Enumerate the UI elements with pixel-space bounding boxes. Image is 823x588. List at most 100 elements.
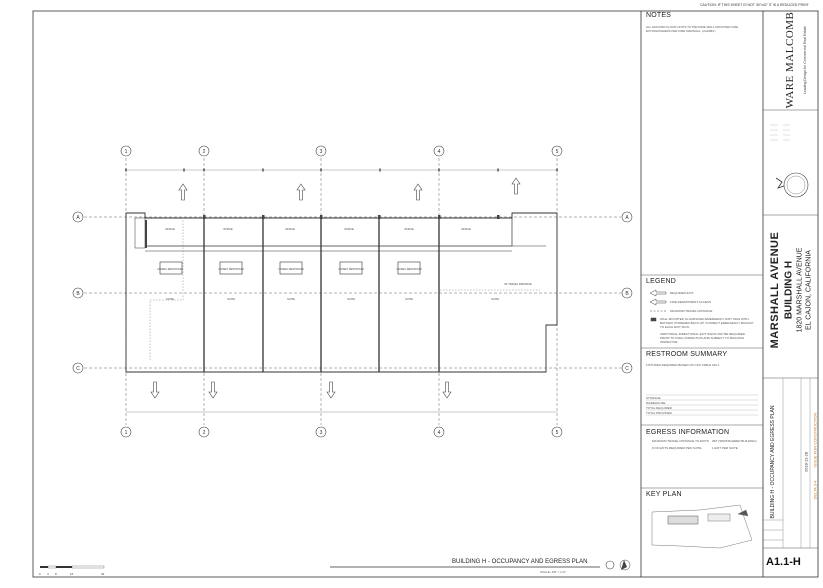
- firm-tagline: Leading Design for Commercial Real Estat…: [803, 25, 807, 95]
- grid-label-c-right: C: [625, 366, 629, 372]
- caution-text: CAUTION: IF THIS SHEET IS NOT 30"x42" IT…: [700, 3, 809, 7]
- grid-bubble-a-right: [621, 211, 633, 223]
- room-label-office-1: OFFICE: [165, 227, 175, 231]
- grid-bubble-1-bottom: [120, 426, 132, 438]
- restroom-summary-subtitle: FIXTURES REQUIRED BASED ON CPC TABLE 422…: [646, 363, 720, 367]
- grid-label-5-bottom: 5: [556, 430, 559, 436]
- grid-bubble-5-bottom: [551, 426, 563, 438]
- grid-bubble-b-right: [621, 287, 633, 299]
- grid-bubble-5-top: [551, 145, 563, 157]
- grid-label-a-left: A: [76, 215, 80, 221]
- issue-status: ISSUE FOR CONSTRUCTION: [812, 412, 818, 468]
- grid-label-3-top: 3: [320, 149, 323, 155]
- scale-tick-16: 16: [70, 572, 74, 576]
- north-arrow-icon: [621, 560, 627, 570]
- grid-bubble-a-left: [72, 211, 84, 223]
- room-label-office-2: OFFICE: [223, 227, 233, 231]
- project-building: BUILDING H: [783, 260, 795, 320]
- room-label-suite-2: SUITE: [227, 297, 235, 301]
- grid-label-1-bottom: 1: [125, 430, 128, 436]
- legend-fire-access: FIRE DEPARTMENT ACCESS: [670, 300, 712, 304]
- sheet-border: [32, 10, 819, 578]
- restroom-row-storage: STORAGE: [646, 396, 661, 400]
- grid-label-4-top: 4: [438, 149, 441, 155]
- restroom-row-warehouse: WAREHOUSE: [646, 401, 666, 405]
- egress-exits-value: 1 EXIT PER SUITE: [712, 446, 738, 450]
- scale-tick-0: 0: [39, 572, 41, 576]
- scale-tick-32: 32: [101, 572, 105, 576]
- grid-bubble-c-right: [621, 362, 633, 374]
- room-label-suite-4: SUITE: [347, 297, 355, 301]
- issue-delta: DELTA 3-4: [812, 480, 818, 500]
- legend-title: LEGEND: [646, 278, 676, 285]
- scale-bar: [40, 565, 105, 569]
- legend-exit-sign: WALL MOUNTED ILLUMINATED EMERGENCY EXIT …: [660, 317, 754, 329]
- required-exit-arrows: [150, 177, 521, 399]
- project-address: 1820 MARSHALL AVENUE: [796, 247, 804, 333]
- grid-bubbles-top: [72, 145, 633, 438]
- firm-name: WARE MALCOMB: [784, 11, 796, 109]
- grid-label-c-left: C: [76, 366, 80, 372]
- project-city: EL CAJON, CALIFORNIA: [805, 250, 813, 330]
- building-floor-plan: [125, 212, 558, 373]
- travel-distance-note: 50' TRAVEL DISTANCE: [504, 282, 532, 286]
- room-label-restroom-4: UNISEX RESTROOM: [338, 267, 363, 271]
- room-label-suite-3: SUITE: [287, 297, 295, 301]
- key-plan-title: KEY PLAN: [646, 491, 682, 498]
- grid-label-b-left: B: [76, 291, 80, 297]
- grid-bubble-c-left: [72, 362, 84, 374]
- grid-label-2-top: 2: [203, 149, 206, 155]
- notes-title: NOTES: [646, 12, 672, 19]
- restroom-row-provided: TOTAL PROVIDED: [646, 411, 672, 415]
- room-label-office-4: OFFICE: [344, 227, 354, 231]
- grid-bubble-3-bottom: [315, 426, 327, 438]
- grid-bubble-b-left: [72, 287, 84, 299]
- project-street: MARSHALL AVENUE: [769, 231, 781, 349]
- sheet-title-vertical: BUILDING H - OCCUPANCY AND EGRESS PLAN: [770, 405, 776, 519]
- room-label-office-5: OFFICE: [404, 227, 414, 231]
- grid-bubble-4-bottom: [433, 426, 445, 438]
- egress-travel-label: MAXIMUM TRAVEL DISTANCE TO EXITS: [652, 439, 709, 443]
- grid-label-4-bottom: 4: [438, 430, 441, 436]
- architect-seal: [783, 172, 809, 198]
- key-plan-sketch: [651, 504, 753, 549]
- egress-travel-value: 250' (SPRINKLERED BUILDING): [712, 439, 757, 443]
- room-label-restroom-5: UNISEX RESTROOM: [396, 267, 421, 271]
- grid-label-5-top: 5: [556, 149, 559, 155]
- grid-bubble-2-bottom: [198, 426, 210, 438]
- grid-bubble-1-top: [120, 145, 132, 157]
- room-label-restroom-1: UNISEX RESTROOM: [157, 267, 182, 271]
- plan-title: BUILDING H - OCCUPANCY AND EGRESS PLAN: [452, 559, 588, 565]
- scale-tick-8: 8: [55, 572, 57, 576]
- legend-travel-distance: MAXIMUM TRAVEL DISTANCE: [670, 309, 713, 313]
- grid-label-a-right: A: [625, 215, 629, 221]
- room-label-restroom-2: UNISEX RESTROOM: [218, 267, 243, 271]
- grid-bubble-2-top: [198, 145, 210, 157]
- sheet-number: A1.1-H: [766, 556, 801, 568]
- grid-label-1-top: 1: [125, 149, 128, 155]
- plan-scale: SCALE: 1/8" = 1'-0": [540, 570, 567, 574]
- restroom-summary-title: RESTROOM SUMMARY: [646, 351, 728, 358]
- grid-bubble-3-top: [315, 145, 327, 157]
- room-label-office-6: OFFICE: [461, 227, 471, 231]
- legend-directional-signs: ADDITIONAL DIRECTIONAL EXIT SIGNS MAY BE…: [660, 332, 745, 344]
- room-label-suite-1: SUITE: [166, 297, 174, 301]
- room-label-office-3: OFFICE: [285, 227, 295, 231]
- grid-label-b-right: B: [625, 291, 629, 297]
- room-label-restroom-3: UNISEX RESTROOM: [278, 267, 303, 271]
- restroom-row-required: TOTAL REQUIRED: [646, 406, 672, 410]
- room-label-suite-5: SUITE: [405, 297, 413, 301]
- grid-bubble-4-top: [433, 145, 445, 157]
- legend-symbols: [649, 289, 667, 322]
- notes-text: ALL GROUND FLOOR UNITS TO PROVIDE WALL M…: [646, 25, 739, 33]
- egress-exits-label: # OF EXITS REQUIRED PER SUITE: [652, 446, 702, 450]
- room-label-suite-6: SUITE: [491, 297, 499, 301]
- legend-required-exit: REQUIRED EXIT: [670, 291, 694, 295]
- plan-title-bubble: [605, 560, 615, 570]
- scale-tick-4: 4: [47, 572, 49, 576]
- grid-label-3-bottom: 3: [320, 430, 323, 436]
- egress-title: EGRESS INFORMATION: [646, 429, 730, 436]
- signature-mark: [775, 177, 785, 189]
